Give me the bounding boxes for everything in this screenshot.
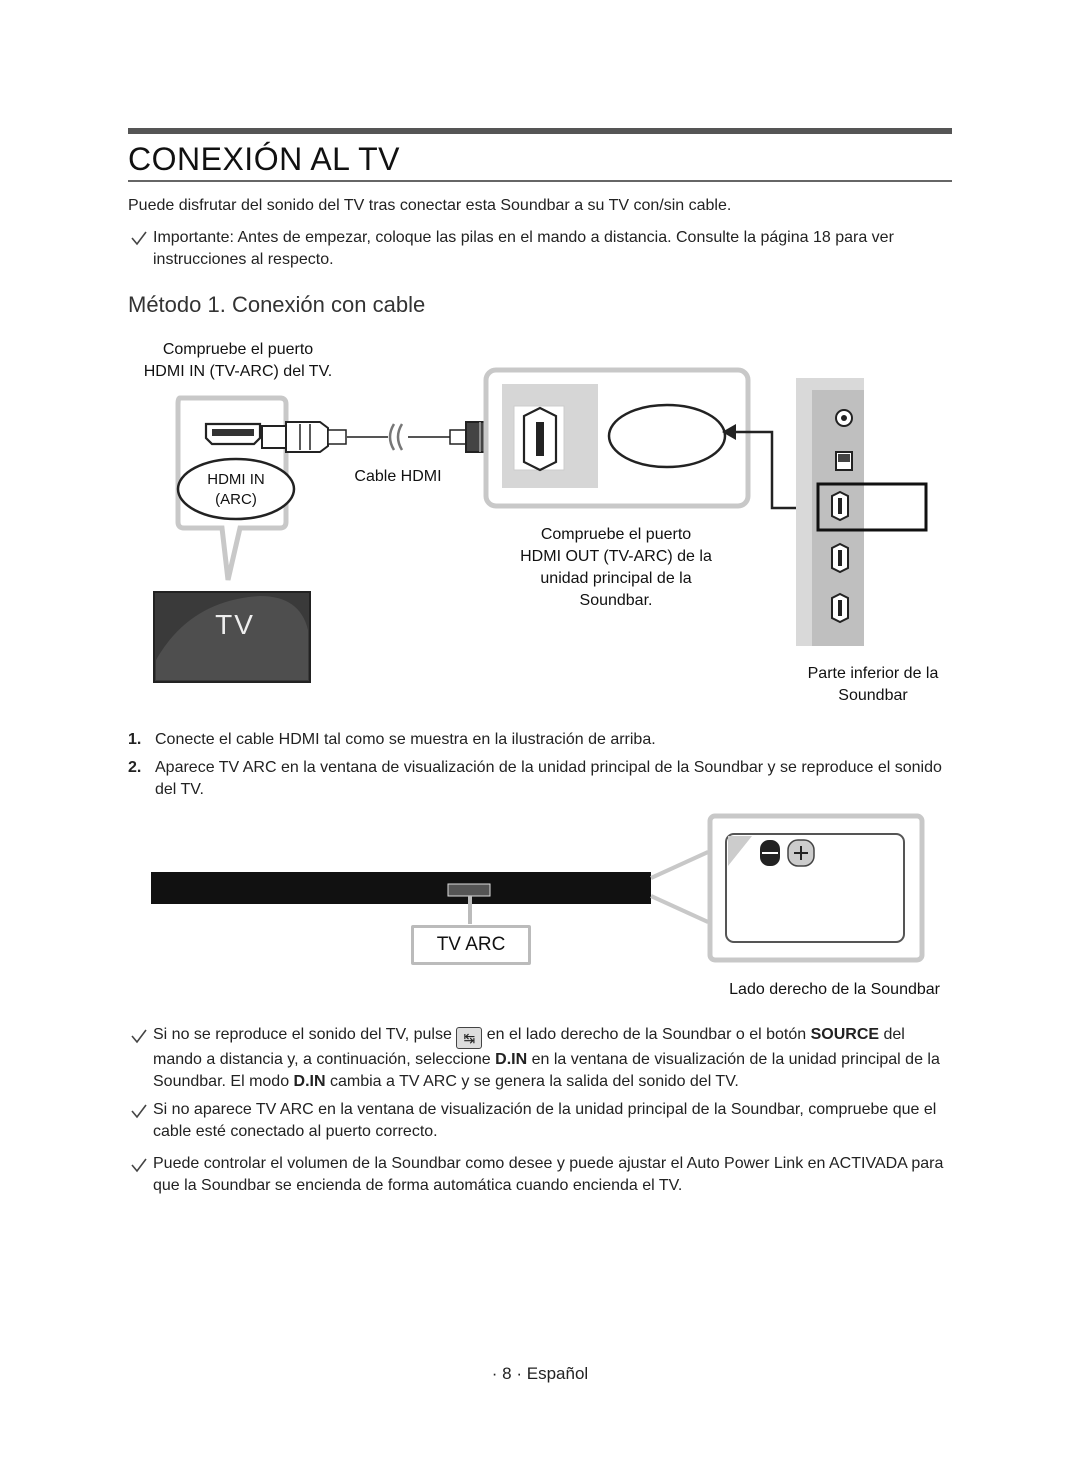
step-text: Conecte el cable HDMI tal como se muestr… <box>155 731 656 748</box>
check-tv-port-label-line1: Compruebe el puerto <box>162 341 314 358</box>
note-text: del mando a distancia y, a continuación,… <box>153 1026 905 1068</box>
hdmi-plug-left-icon <box>261 425 287 449</box>
soundbar-illustration <box>151 872 651 904</box>
din-keyword: D.IN <box>495 1051 528 1068</box>
check-soundbar-port-line4: Soundbar. <box>579 592 653 609</box>
soundbar-hdmi-highlight-box <box>816 482 928 532</box>
hdmi-in-highlight <box>176 457 296 521</box>
hdmi-plug-right-icon <box>449 429 467 445</box>
pointer-line <box>726 430 818 510</box>
note-text: Si no se reproduce el sonido del TV, pul… <box>153 1026 452 1043</box>
check-tv-port-label-line2: HDMI IN (TV-ARC) del TV. <box>143 363 333 380</box>
title-underline <box>128 180 952 182</box>
page-footer: · 8 · Español <box>491 1364 589 1383</box>
arc-label: (ARC) <box>215 491 257 508</box>
page-title: CONEXIÓN AL TV <box>128 141 400 177</box>
step-number: 1. <box>128 731 142 748</box>
checkmark-icon <box>131 231 147 246</box>
hdmi-out-highlight <box>607 403 727 469</box>
soundbar-display-window <box>447 883 491 897</box>
soundbar-display-diagram <box>151 813 925 963</box>
intro-text: Puede disfrutar del sonido del TV tras c… <box>128 197 732 214</box>
soundbar-bottom-label-line2: Soundbar <box>838 687 908 704</box>
side-label: Lado derecho de la Soundbar <box>729 981 940 998</box>
note-tv-arc: Si no aparece TV ARC en la ventana de vi… <box>153 1101 937 1140</box>
tv-arc-display-box: TV ARC <box>411 925 531 965</box>
tv-arc-display-text: TV ARC <box>436 934 506 955</box>
important-note: Importante: Antes de empezar, coloque la… <box>153 229 894 268</box>
step-number: 2. <box>128 759 142 776</box>
check-soundbar-port-line3: unidad principal de la <box>540 570 692 587</box>
step-text: Aparece TV ARC en la ventana de visualiz… <box>155 759 942 798</box>
cable-break-icon <box>388 423 404 451</box>
din-keyword: D.IN <box>293 1073 326 1090</box>
checkmark-icon <box>131 1029 147 1044</box>
checkmark-icon <box>131 1158 147 1173</box>
note-text: en el lado derecho de la Soundbar o el b… <box>486 1026 807 1043</box>
source-keyword: SOURCE <box>810 1026 880 1043</box>
soundbar-bottom-panel <box>796 378 864 646</box>
hdmi-in-label: HDMI IN <box>207 471 265 488</box>
check-soundbar-port-line2: HDMI OUT (TV-ARC) de la <box>520 548 712 565</box>
hdmi-connection-diagram <box>153 367 928 683</box>
checkmark-icon <box>131 1104 147 1119</box>
soundbar-bottom-label-line1: Parte inferior de la <box>807 665 939 682</box>
note-auto-power: Puede controlar el volumen de la Soundba… <box>153 1155 944 1194</box>
section-title: Método 1. Conexión con cable <box>128 292 426 317</box>
note-text: en la ventana de visualización de la uni… <box>153 1051 940 1090</box>
tv-label: TV <box>215 609 255 640</box>
check-soundbar-port-line1: Compruebe el puerto <box>540 526 692 543</box>
arrow-icon <box>722 424 736 440</box>
note-source: Si no se reproduce el sonido del TV, pul… <box>153 1024 951 1093</box>
cable-label: Cable HDMI <box>354 468 442 485</box>
source-button-icon: ↹ <box>456 1027 483 1049</box>
note-text: cambia a TV ARC y se genera la salida de… <box>330 1073 739 1090</box>
side-panel-illustration <box>725 833 905 943</box>
top-rule <box>128 128 952 134</box>
